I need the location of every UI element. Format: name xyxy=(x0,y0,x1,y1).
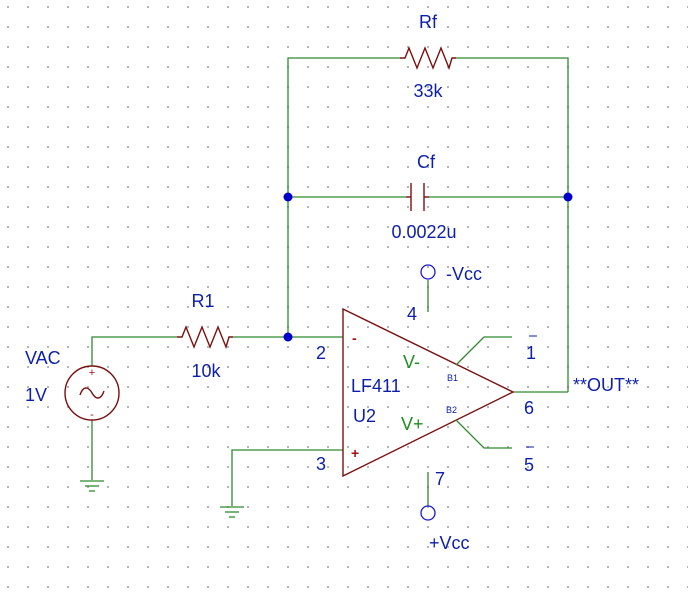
supply-neg[interactable]: -Vcc xyxy=(420,264,482,284)
source-value-label: 1V xyxy=(25,385,47,405)
r1-ref-label: R1 xyxy=(191,291,214,311)
r1-value-label: 10k xyxy=(191,361,221,381)
pin-b2-wire xyxy=(455,419,512,449)
rf-value-label: 33k xyxy=(413,81,443,101)
source-ref-label: VAC xyxy=(25,348,61,368)
junction-node xyxy=(283,192,293,202)
noninv-input-sign: + xyxy=(351,445,359,461)
output-net-label[interactable]: **OUT** xyxy=(573,375,639,395)
pin-6-number: 6 xyxy=(524,398,534,418)
connector-circle-icon xyxy=(420,264,436,280)
pin-7-number: 7 xyxy=(435,469,445,489)
ground-noninv-icon xyxy=(220,506,244,518)
supply-pos[interactable]: +Vcc xyxy=(420,505,470,553)
inv-input-sign: - xyxy=(352,330,357,346)
wire-feedback-left xyxy=(287,57,400,337)
supply-neg-label: -Vcc xyxy=(446,264,482,284)
connector-circle-icon xyxy=(420,505,436,521)
wires xyxy=(91,57,569,506)
junction-node xyxy=(563,192,573,202)
pin-3-number: 3 xyxy=(316,454,326,474)
resistor-r1[interactable]: R1 10k xyxy=(177,291,233,381)
sine-wave-icon xyxy=(79,387,105,399)
source-minus-sign: - xyxy=(90,409,94,421)
supply-pos-label: +Vcc xyxy=(429,533,470,553)
ac-source-circle-icon xyxy=(64,365,120,421)
pin-4-number: 4 xyxy=(407,304,417,324)
pin-2-number: 2 xyxy=(316,343,326,363)
opamp-ref-label: U2 xyxy=(353,406,376,426)
b2-pin-label: B2 xyxy=(446,405,457,415)
b1-pin-label: B1 xyxy=(447,373,458,383)
opamp-triangle-icon xyxy=(342,307,515,478)
cf-ref-label: Cf xyxy=(417,152,436,172)
resistor-rf[interactable]: Rf 33k xyxy=(400,12,456,101)
source-plus-sign: + xyxy=(89,367,95,379)
capacitor-cf[interactable]: Cf 0.0022u xyxy=(391,152,456,242)
vneg-pin-label: V- xyxy=(403,352,420,372)
ground-source-icon xyxy=(80,480,104,492)
pin-5-number: 5 xyxy=(524,455,534,475)
pin-1-number: 1 xyxy=(526,343,536,363)
pin-b1-wire xyxy=(455,336,512,366)
junctions xyxy=(283,192,573,342)
junction-node xyxy=(283,332,293,342)
vpos-pin-label: V+ xyxy=(401,414,424,434)
resistor-symbol-icon xyxy=(177,325,233,350)
cf-value-label: 0.0022u xyxy=(391,222,456,242)
wire-noninv-ground xyxy=(231,449,343,506)
opamp-part-label: LF411 xyxy=(351,376,401,396)
resistor-symbol-icon xyxy=(400,46,456,71)
opamp-u2[interactable]: - + LF411 U2 V- V+ B1 B2 2 3 4 7 6 1 5 xyxy=(316,304,537,489)
rf-ref-label: Rf xyxy=(419,12,438,32)
wire-source-to-r1 xyxy=(91,336,177,366)
ac-source-vac[interactable]: + - VAC 1V xyxy=(25,348,120,421)
wire-feedback-right xyxy=(456,57,569,392)
